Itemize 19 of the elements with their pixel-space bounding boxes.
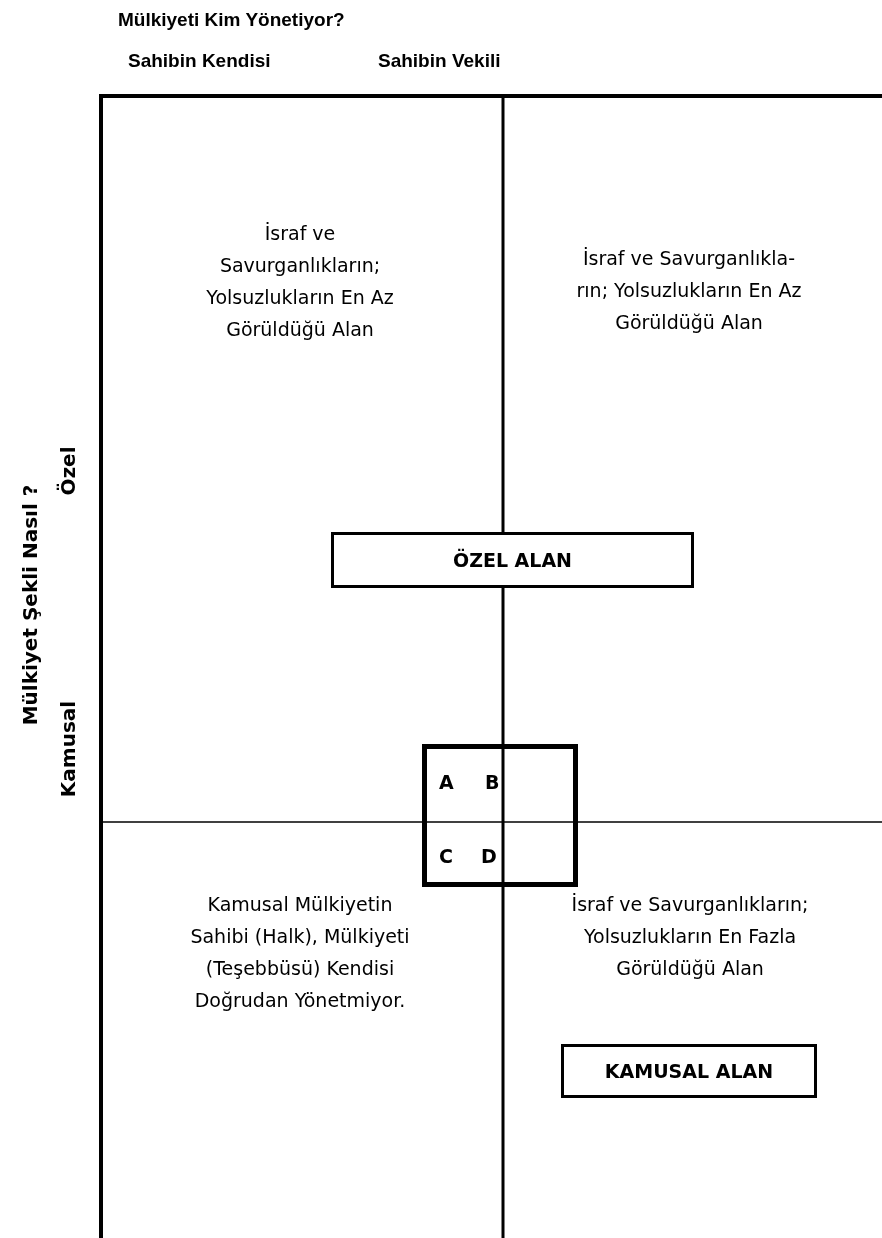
label-box: [561, 1044, 817, 1098]
label-box: [331, 532, 694, 588]
cell-letter: C: [439, 845, 453, 867]
row-header: Kamusal: [56, 700, 80, 798]
axis-title: Mülkiyet Şekli Nasıl ?: [18, 484, 42, 726]
quadrant-text: İsraf ve Savurganlıkla-rın; Yolsuzlukların En Az Görüldüğü Alan: [575, 246, 803, 335]
column-header: Sahibin Kendisi: [128, 50, 271, 72]
column-header: Sahibin Vekili: [378, 50, 501, 72]
box-label: KAMUSAL ALAN: [604, 1060, 774, 1082]
quadrant-text: Kamusal Mülkiyetin Sahibi (Halk), Mülkiyeti (Teşebbüsü) Kendisi Doğrudan Yönetmiyor.: [190, 892, 410, 1013]
quadrant-text: İsraf ve Savurganlıkların; Yolsuzlukların En Fazla Görüldüğü Alan: [570, 892, 810, 981]
box-label: ÖZEL ALAN: [453, 549, 572, 571]
quadrant-text: İsraf ve Savurganlıkların; Yolsuzlukların En Az Görüldüğü Alan: [205, 221, 395, 342]
matrix-box: [422, 744, 578, 887]
title: Mülkiyeti Kim Yönetiyor?: [118, 9, 345, 31]
row-header: Özel: [56, 446, 80, 496]
cell-letter: A: [439, 771, 454, 793]
cell-letter: D: [481, 845, 497, 867]
cell-letter: B: [485, 771, 500, 793]
